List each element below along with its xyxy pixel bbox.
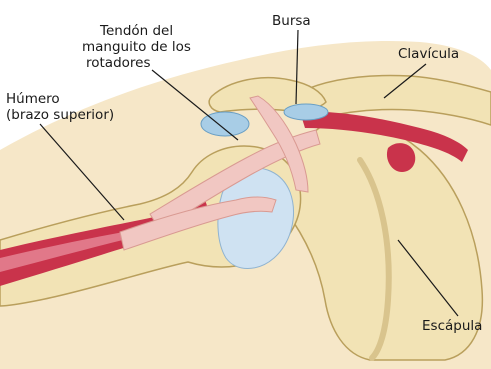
label-humerus-line1: Húmero <box>6 91 60 107</box>
label-bursa: Bursa <box>272 13 311 29</box>
label-tendon-line2: manguito de los <box>82 39 191 55</box>
label-tendon-line3: rotadores <box>86 55 151 71</box>
bursa-sac-right <box>284 104 328 120</box>
label-scapula: Escápula <box>422 318 482 334</box>
label-humerus-line2: (brazo superior) <box>6 107 114 123</box>
label-clavicle: Clavícula <box>398 46 459 62</box>
label-tendon-line1: Tendón del <box>99 23 173 39</box>
